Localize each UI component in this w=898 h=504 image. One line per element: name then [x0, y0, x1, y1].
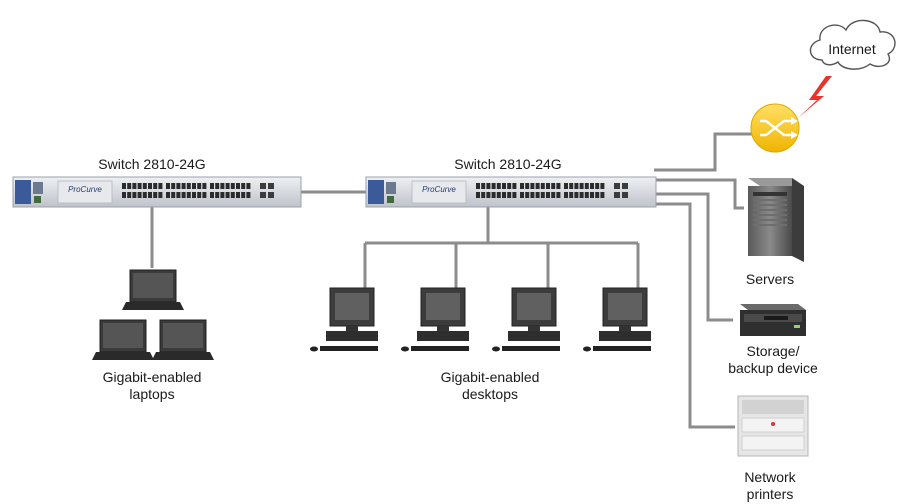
switch-left-logo: ProCurve [68, 185, 102, 194]
laptops-group [92, 269, 214, 360]
switch-right: ProCurve [365, 176, 657, 208]
desktops-group [310, 287, 651, 352]
printers-cable [654, 202, 735, 429]
router-cable [654, 132, 752, 172]
desktops-label-line1: Gigabit-enabled [440, 369, 540, 385]
servers-label: Servers [745, 271, 795, 287]
storage-label-line2: backup device [728, 360, 818, 376]
router-icon [750, 103, 800, 153]
wan-link-lightning-icon [798, 76, 832, 118]
switch-right-ports [476, 183, 628, 198]
network-cables [150, 132, 752, 429]
servers-cable [654, 178, 744, 210]
storage-label-line1: Storage/ [746, 343, 800, 359]
storage-cable [654, 192, 733, 322]
desktops-label-line2: desktops [461, 386, 519, 402]
laptop-right-icon [152, 319, 214, 360]
desktop-2-icon [401, 287, 469, 352]
desktops-cable [363, 207, 640, 290]
switch-left: ProCurve [12, 176, 302, 208]
switch-left-label: Switch 2810-24G [98, 156, 206, 172]
internet-label: Internet [828, 41, 876, 57]
storage-device-icon [740, 304, 806, 336]
laptop-left-icon [92, 319, 154, 360]
laptop-top-icon [122, 269, 184, 310]
switch-right-label: Switch 2810-24G [454, 156, 562, 172]
printer-icon [737, 395, 809, 457]
switch-left-ports [122, 183, 274, 198]
laptops-label-line1: Gigabit-enabled [102, 369, 202, 385]
desktop-4-icon [583, 287, 651, 352]
switch-right-logo: ProCurve [422, 185, 456, 194]
server-icon [748, 178, 804, 262]
printers-label-line1: Network [744, 469, 796, 485]
internet-cloud-icon [809, 19, 896, 70]
desktop-1-icon [310, 287, 378, 352]
printers-label-line2: printers [746, 486, 794, 502]
laptops-label-line2: laptops [129, 386, 175, 402]
desktop-3-icon [492, 287, 560, 352]
